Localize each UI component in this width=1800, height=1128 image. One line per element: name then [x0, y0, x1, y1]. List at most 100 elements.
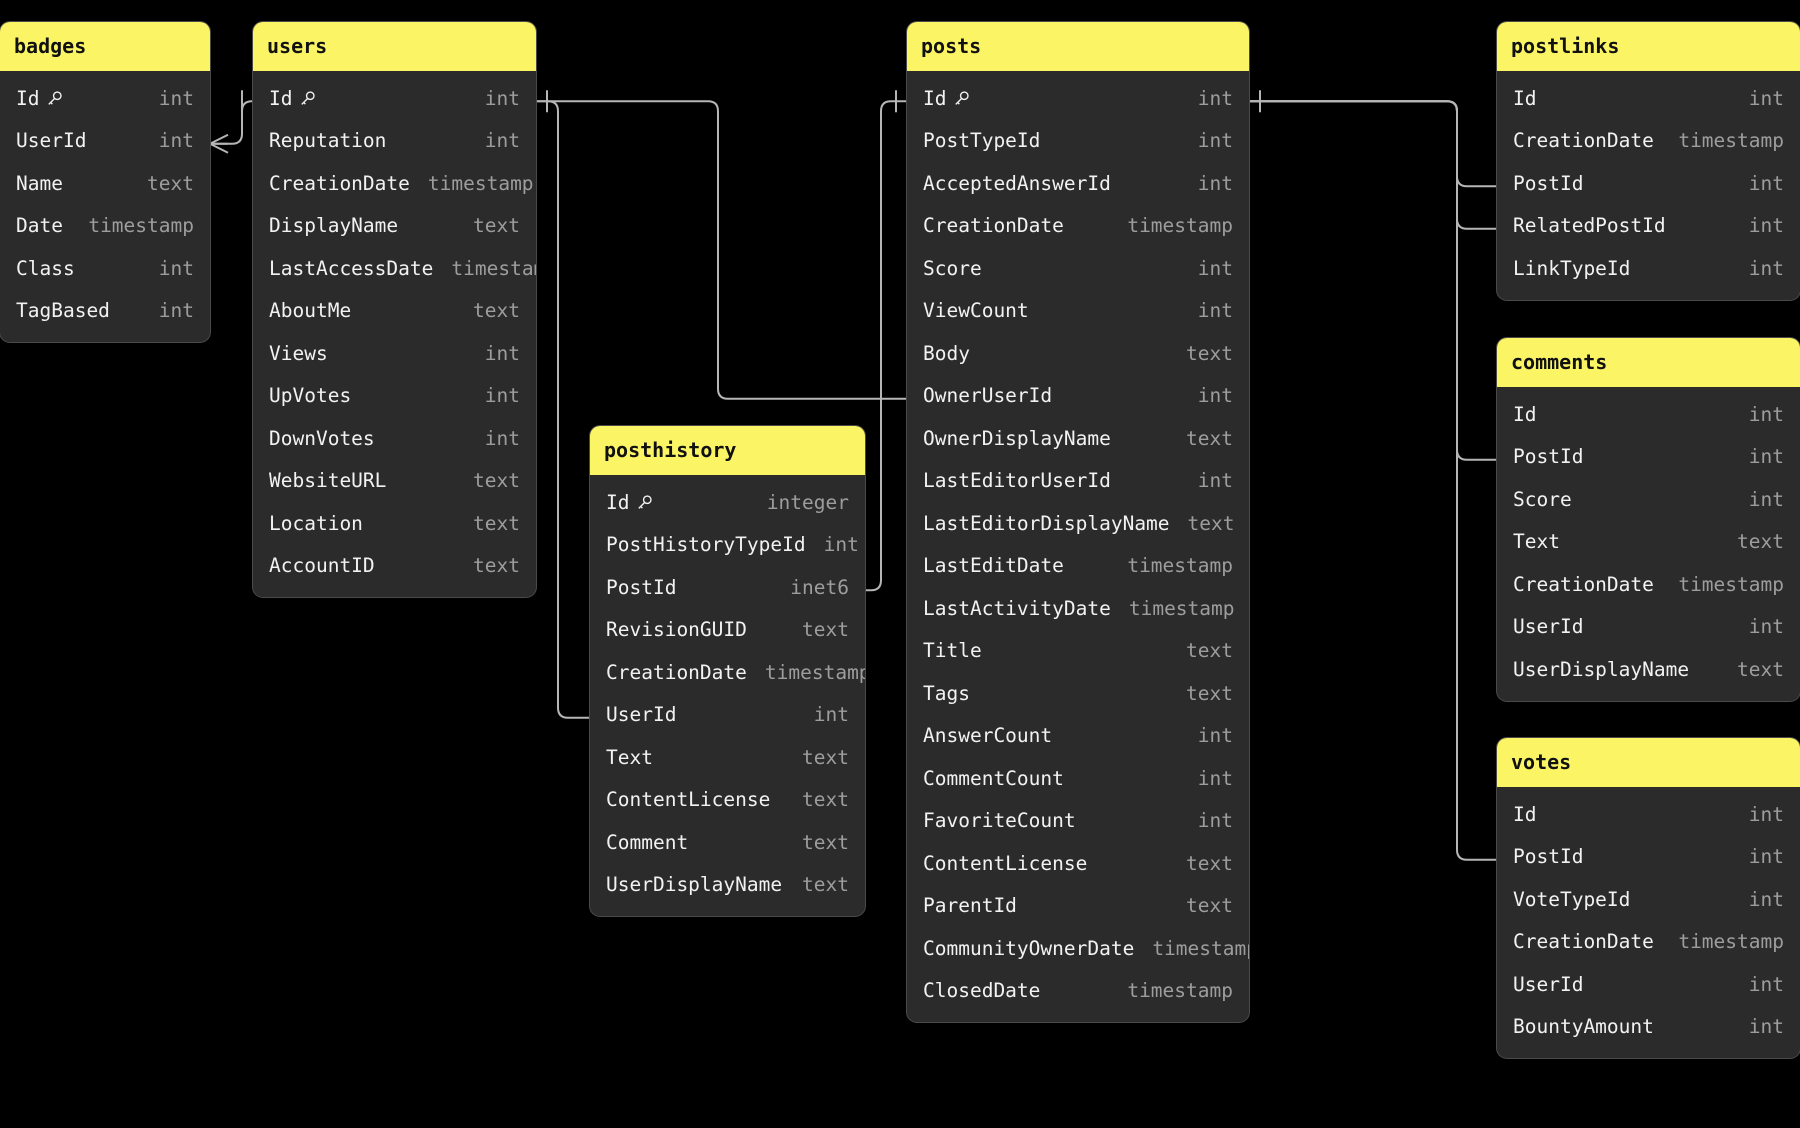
field-row[interactable]: Date timestamp — [0, 205, 210, 248]
field-type-label: int — [1748, 845, 1784, 869]
field-name: Text — [1513, 530, 1560, 553]
field-name: LastActivityDate — [923, 597, 1111, 620]
field-type-label: int — [1197, 469, 1233, 493]
field-row[interactable]: LastAccessDatetimestamp — [253, 247, 536, 290]
field-name-label: UserId — [1513, 615, 1584, 639]
field-name: CreationDate — [269, 172, 410, 195]
field-type-label: timestamp — [88, 214, 194, 238]
field-name-label: Date — [16, 214, 63, 238]
field-name: AboutMe — [269, 299, 351, 322]
field-name: LastEditDate — [923, 554, 1064, 577]
field-type-label: text — [1186, 426, 1233, 450]
field-name-label: RelatedPostId — [1513, 214, 1666, 238]
primary-key-icon — [299, 90, 316, 107]
field-name-label: UserDisplayName — [1513, 657, 1690, 681]
field-name: AcceptedAnswerId — [923, 172, 1111, 195]
field-name-label: Body — [923, 341, 970, 365]
field-name: LastEditorDisplayName — [923, 512, 1170, 535]
field-name: Comment — [606, 831, 688, 854]
table-title-postlinks: postlinks — [1497, 22, 1800, 71]
field-type-label: text — [1186, 681, 1233, 705]
field-name-label: Tags — [923, 681, 970, 705]
field-name-label: PostId — [606, 575, 677, 599]
field-type-label: int — [484, 426, 520, 450]
field-name: UserId — [1513, 973, 1583, 996]
field-row[interactable]: Tags text — [907, 672, 1249, 715]
